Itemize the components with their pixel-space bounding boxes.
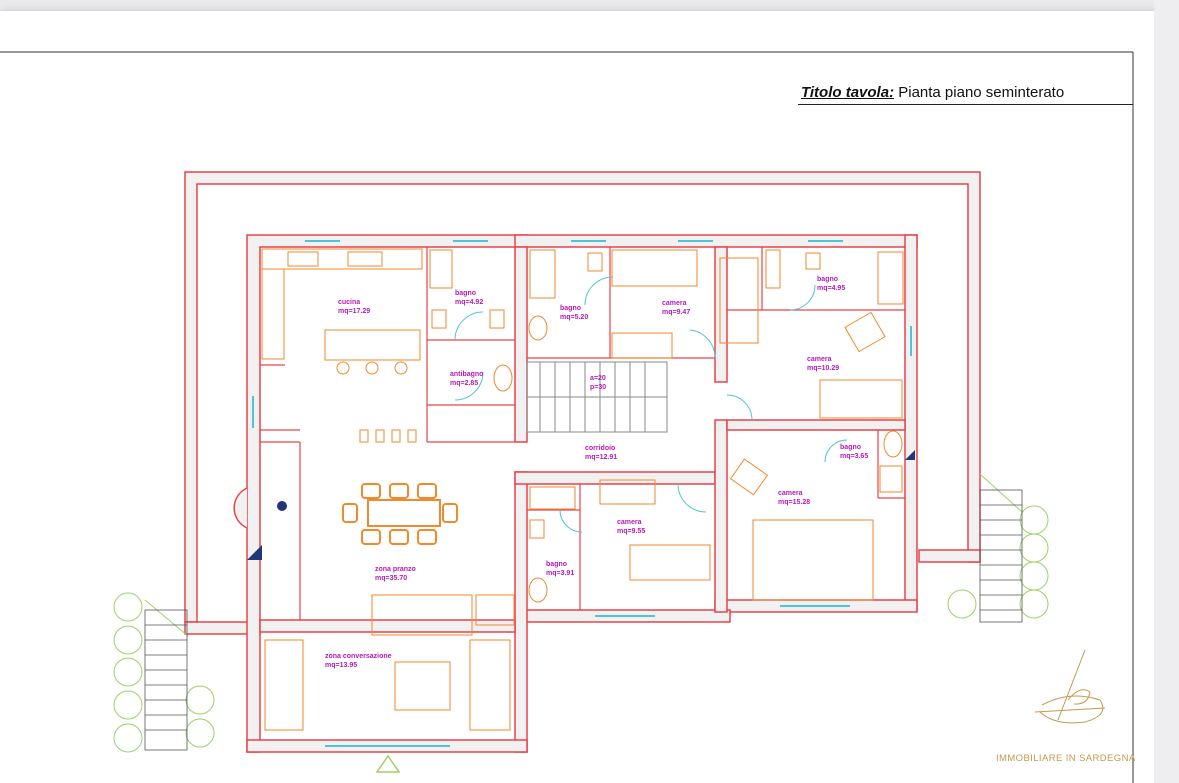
room-label-bagno4-area: mq=3.65 — [840, 453, 868, 460]
exterior-steps — [144, 489, 1023, 751]
title-value: Pianta piano seminterato — [898, 84, 1065, 101]
entry-bay — [233, 450, 915, 773]
title-underline — [798, 104, 1133, 105]
room-label-camera1-area: mq=9.47 — [662, 309, 690, 316]
room-label-zona-pranzo-area: mq=35.70 — [375, 575, 407, 582]
landscaping — [113, 473, 1049, 753]
room-label-zona-conversazione-name: zona conversazione — [325, 653, 392, 660]
room-label-corridoio-area: mq=12.91 — [585, 454, 617, 461]
room-label-cucina-area: mq=17.29 — [338, 308, 370, 315]
room-label-bagno3-name: bagno — [817, 276, 838, 283]
room-label-camera2-name: camera — [807, 356, 832, 363]
room-label-bagno5-name: bagno — [546, 561, 567, 568]
room-label-bagno3-area: mq=4.95 — [817, 285, 845, 292]
room-label-camera1-name: camera — [662, 300, 687, 307]
room-label-antibagno-name: antibagno — [450, 371, 483, 378]
title-label: Titolo tavola: — [801, 84, 895, 101]
room-label-bagno1-name: bagno — [455, 290, 476, 297]
room-labels: cucina mq=17.29 bagno mq=4.92 antibagno … — [325, 276, 868, 669]
room-label-camera4-area: mq=9.55 — [617, 528, 645, 535]
room-label-camera2-area: mq=10.29 — [807, 365, 839, 372]
door-swings — [454, 276, 848, 533]
brand-logo — [1034, 649, 1106, 724]
room-label-bagno2-area: mq=5.20 — [560, 314, 588, 321]
furniture — [261, 248, 904, 731]
brand-name: IMMOBILIARE IN SARDEGNA — [996, 753, 1136, 764]
room-label-corridoio-name: corridoio — [585, 445, 615, 452]
room-label-camera3-name: camera — [778, 490, 803, 497]
room-label-antibagno-area: mq=2.85 — [450, 380, 478, 387]
room-label-camera3-area: mq=15.28 — [778, 499, 810, 506]
staircase — [526, 361, 668, 433]
room-label-zona-pranzo-name: zona pranzo — [375, 566, 416, 573]
windows — [252, 240, 912, 747]
room-label-stair-rise: a=20 — [590, 375, 606, 382]
room-label-bagno1-area: mq=4.92 — [455, 299, 483, 306]
room-label-bagno4-name: bagno — [840, 444, 861, 451]
sheet-title: Titolo tavola: Pianta piano seminterato — [801, 84, 1131, 104]
room-label-zona-conversazione-area: mq=13.95 — [325, 662, 357, 669]
room-label-bagno2-name: bagno — [560, 305, 581, 312]
room-label-bagno5-area: mq=3.91 — [546, 570, 574, 577]
room-label-stair-tread: p=30 — [590, 384, 606, 391]
room-label-cucina-name: cucina — [338, 299, 360, 306]
viewer-background — [1154, 0, 1179, 783]
room-label-camera4-name: camera — [617, 519, 642, 526]
